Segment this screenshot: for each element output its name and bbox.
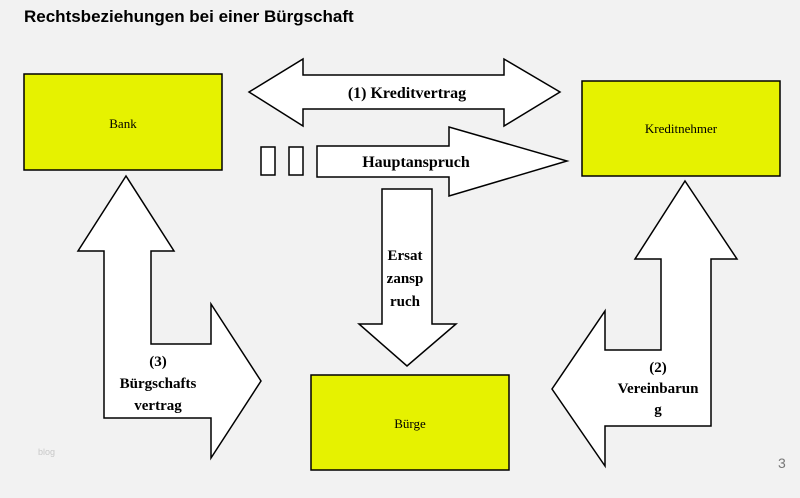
kreditnehmer-label: Kreditnehmer <box>645 121 718 136</box>
buergschaftsvertrag-label-line2: Bürgschafts <box>120 376 197 392</box>
slide-title: Rechtsbeziehungen bei einer Bürgschaft <box>24 7 354 26</box>
hauptanspruch-arrow <box>316 126 570 198</box>
buergschaftsvertrag-label-line3: vertrag <box>134 398 182 414</box>
small-rect-1 <box>260 146 276 176</box>
vereinbarung-label-line3: g <box>654 402 662 418</box>
bank-box <box>23 73 223 171</box>
hauptanspruch-label: Hauptanspruch <box>362 154 470 171</box>
bank-label: Bank <box>109 116 137 131</box>
page-number: 3 <box>778 455 786 471</box>
ersatzanspruch-label-line3: ruch <box>390 294 421 310</box>
buerge-label: Bürge <box>394 416 426 431</box>
vereinbarung-label-line2: Vereinbarun <box>618 381 700 397</box>
buerge-box <box>310 374 510 471</box>
small-rect-2 <box>288 146 304 176</box>
buergschaftsvertrag-bent-arrow <box>76 174 262 461</box>
kreditvertrag-double-arrow <box>247 57 562 128</box>
kreditnehmer-box <box>581 80 781 177</box>
vereinbarung-bent-arrow <box>551 179 739 469</box>
ersatzanspruch-label-line2: zansp <box>387 271 424 287</box>
buergschaftsvertrag-label-line1: (3) <box>149 354 167 370</box>
kreditvertrag-label: (1) Kreditvertrag <box>348 85 466 102</box>
watermark: blog <box>38 447 56 457</box>
ersatzanspruch-down-arrow <box>357 188 459 367</box>
ersatzanspruch-label-line1: Ersat <box>388 248 423 264</box>
vereinbarung-label-line1: (2) <box>649 360 667 376</box>
